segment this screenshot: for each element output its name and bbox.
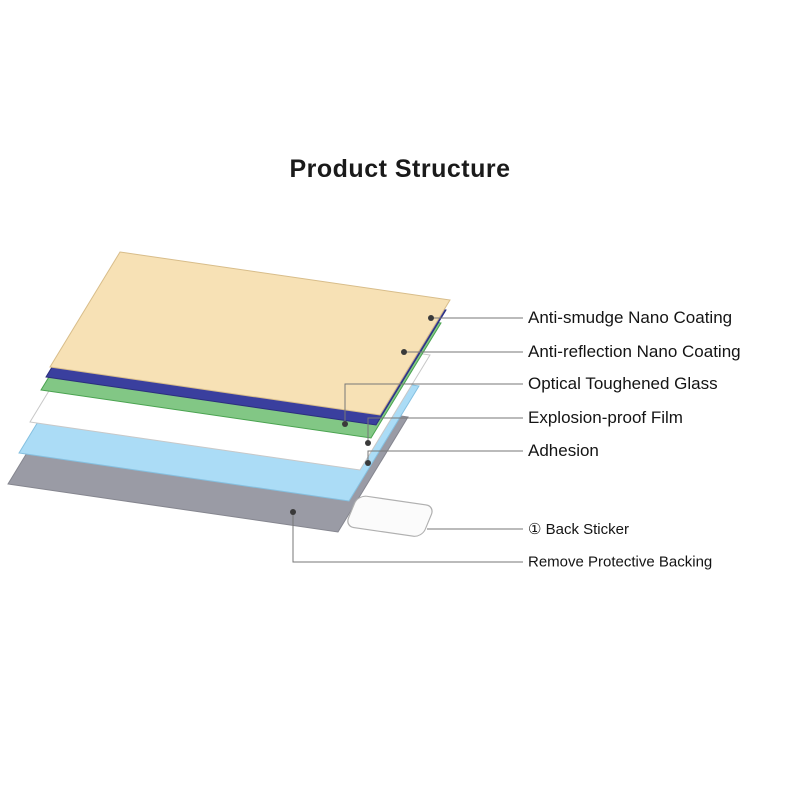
label-explosion-proof-film: Explosion-proof Film: [528, 408, 683, 427]
leader-dot-anti-smudge: [428, 315, 434, 321]
layer-anti-smudge-nano-coating: [49, 251, 451, 416]
label-optical-toughened-glass: Optical Toughened Glass: [528, 374, 718, 393]
leader-dot-adhesion: [365, 460, 371, 466]
label-anti-reflection-nano-coating: Anti-reflection Nano Coating: [528, 342, 741, 361]
leader-line-explosion-proof-film: [367, 417, 523, 443]
layer-back-sticker: [347, 495, 433, 537]
label-remove-protective-backing: Remove Protective Backing: [528, 553, 713, 571]
leader-dot-optical-glass: [342, 421, 348, 427]
leader-dot-anti-reflection: [401, 349, 407, 355]
page-title: Product Structure: [289, 155, 511, 183]
leader-dot-remove-backing: [290, 509, 296, 515]
label-adhesion: Adhesion: [528, 441, 599, 460]
label-anti-smudge-nano-coating: Anti-smudge Nano Coating: [528, 308, 733, 327]
leader-line-remove-backing: [292, 512, 523, 563]
leader-line-optical-glass: [344, 383, 523, 424]
leader-line-adhesion: [367, 450, 523, 463]
label-back-sticker: ① Back Sticker: [528, 521, 629, 538]
leader-dot-explosion-proof-film: [365, 440, 371, 446]
